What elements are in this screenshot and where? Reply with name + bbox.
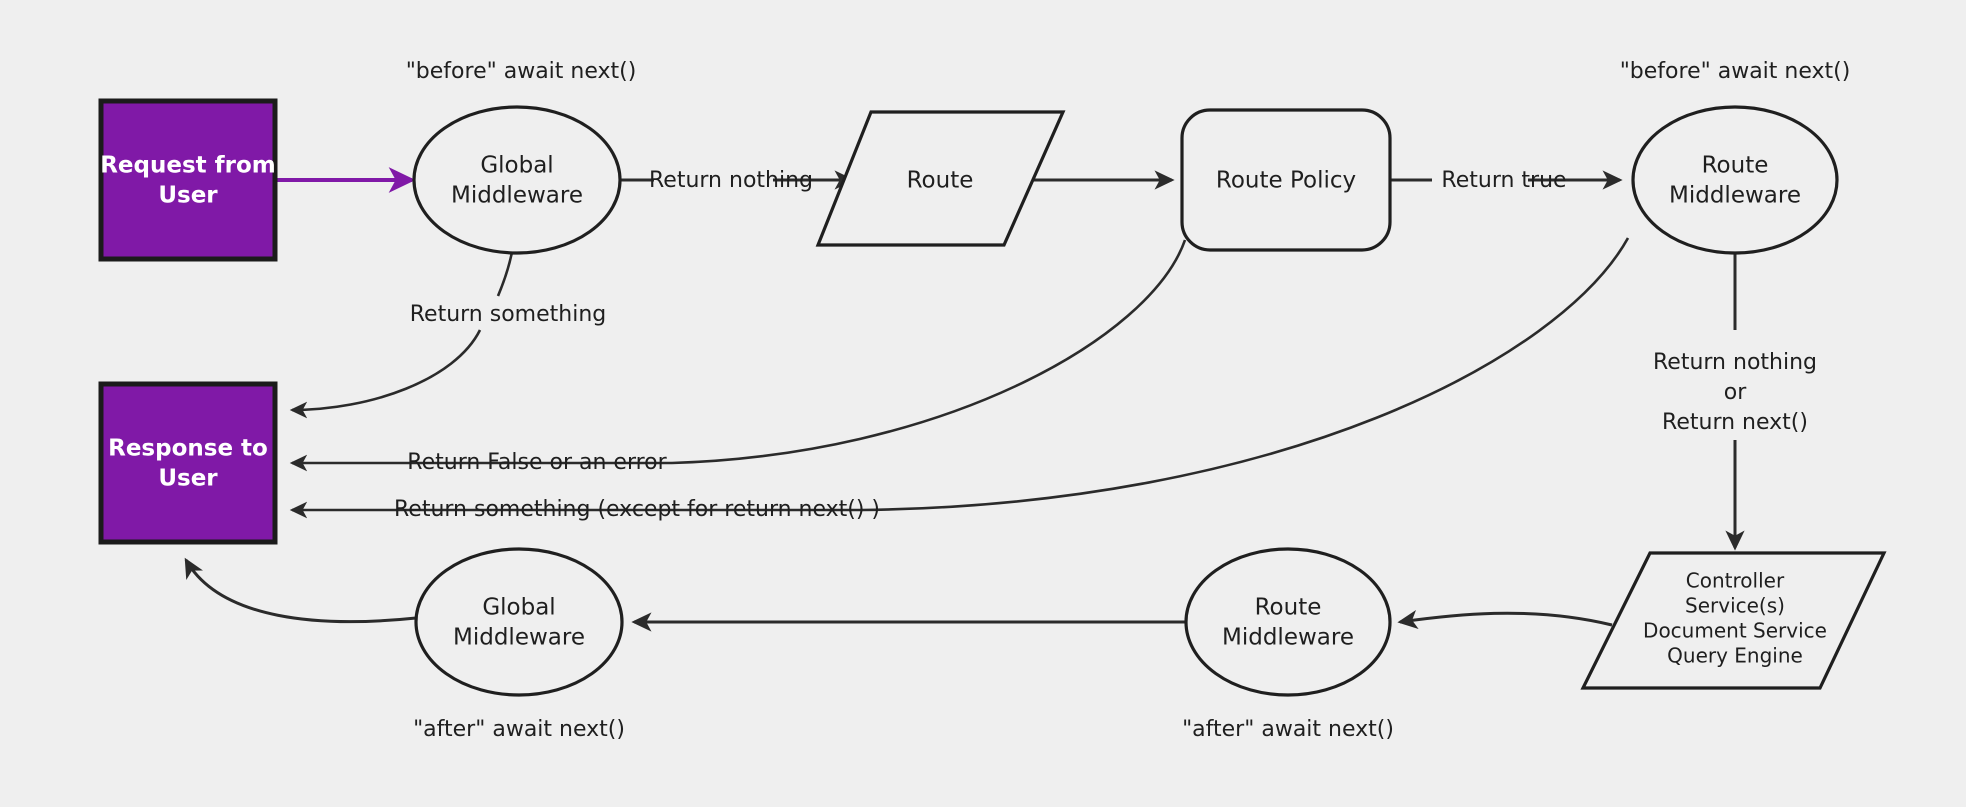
edge-label-return-something: Return something	[410, 302, 606, 327]
global-middleware-after-label-line2: Middleware	[453, 625, 585, 651]
edge-label-return-true: Return true	[1441, 168, 1566, 193]
request-label-line2: User	[158, 183, 218, 209]
global-middleware-before-label-line1: Global	[480, 153, 553, 179]
route-middleware-after-label-line2: Middleware	[1222, 625, 1354, 651]
route-middleware-after-label-line1: Route	[1255, 595, 1322, 621]
route-middleware-before-label-line1: Route	[1702, 153, 1769, 179]
phase-label-route-after: "after" await next()	[1182, 717, 1394, 742]
edge-global-middleware-to-response	[289, 329, 482, 419]
global-middleware-before-ellipse[interactable]	[412, 105, 622, 255]
node-request-from-user[interactable]: Request from User	[98, 98, 278, 262]
edge-controller-to-route-middleware-after	[1397, 610, 1613, 630]
edge-route-middleware-to-response-curve	[861, 237, 1630, 512]
edge-global-middleware-return-something-stub	[496, 251, 514, 297]
phase-label-global-before: "before" await next()	[406, 59, 637, 84]
request-box[interactable]	[98, 98, 278, 262]
node-route-policy[interactable]: Route Policy	[1180, 108, 1392, 252]
controller-line1: Controller	[1686, 569, 1785, 593]
global-middleware-after-label-line1: Global	[482, 595, 555, 621]
global-middleware-after-ellipse[interactable]	[414, 547, 624, 697]
node-global-middleware-after[interactable]: Global Middleware	[414, 547, 624, 697]
route-policy-box[interactable]	[1180, 108, 1392, 252]
phase-label-global-after: "after" await next()	[413, 717, 625, 742]
edge-label-return-nothing-or-next-line3: Return next()	[1662, 410, 1808, 435]
node-global-middleware-before[interactable]: Global Middleware	[412, 105, 622, 255]
request-label-line1: Request from	[100, 153, 276, 179]
controller-parallelogram[interactable]	[1580, 551, 1887, 690]
response-box[interactable]	[98, 381, 278, 545]
controller-line4: Query Engine	[1667, 644, 1803, 668]
route-parallelogram[interactable]	[815, 110, 1066, 247]
global-middleware-before-label-line2: Middleware	[451, 183, 583, 209]
edge-label-return-nothing-or-next-line2: or	[1724, 380, 1747, 405]
edge-label-return-nothing-or-next-line1: Return nothing	[1653, 350, 1817, 375]
edge-label-return-nothing: Return nothing	[649, 168, 813, 193]
edge-global-middleware-after-to-response	[184, 557, 417, 624]
edge-route-policy-to-response-curve	[671, 239, 1187, 465]
edge-label-return-false-or-error: Return False or an error	[407, 450, 667, 475]
node-route[interactable]: Route	[815, 110, 1066, 247]
node-route-middleware-after[interactable]: Route Middleware	[1184, 547, 1392, 697]
edge-label-return-something-except: Return something (except for return next…	[394, 497, 880, 522]
route-middleware-before-ellipse[interactable]	[1631, 105, 1839, 255]
phase-label-route-before: "before" await next()	[1620, 59, 1851, 84]
controller-line3: Document Service	[1643, 619, 1827, 643]
route-label: Route	[907, 168, 974, 194]
response-label-line2: User	[158, 466, 218, 492]
response-label-line1: Response to	[108, 436, 268, 462]
route-middleware-after-ellipse[interactable]	[1184, 547, 1392, 697]
node-controller-services[interactable]: Controller Service(s) Document Service Q…	[1580, 551, 1887, 690]
route-policy-label: Route Policy	[1216, 168, 1356, 194]
controller-line2: Service(s)	[1685, 594, 1785, 618]
node-route-middleware-before[interactable]: Route Middleware	[1631, 105, 1839, 255]
route-middleware-before-label-line2: Middleware	[1669, 183, 1801, 209]
node-response-to-user[interactable]: Response to User	[98, 381, 278, 545]
